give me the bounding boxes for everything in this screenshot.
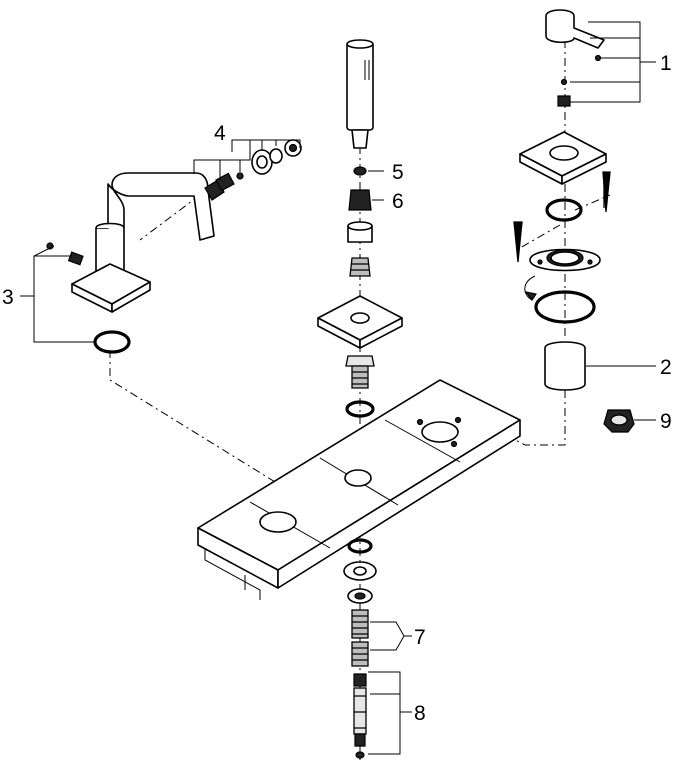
hose-nut-6 bbox=[348, 189, 372, 211]
plate-hole-left bbox=[259, 511, 297, 533]
callout-3: 3 bbox=[2, 286, 14, 309]
callout-labels: 1 2 9 3 4 5 6 7 8 bbox=[2, 52, 672, 725]
hand-shower-head bbox=[346, 41, 374, 131]
hose-connector-7a bbox=[351, 609, 369, 639]
callout-4: 4 bbox=[214, 122, 226, 145]
lever-handle bbox=[545, 9, 605, 49]
hand-shower-assembly bbox=[317, 39, 403, 418]
valve-body-sleeve bbox=[544, 341, 586, 391]
mounting-o-ring bbox=[534, 290, 596, 324]
aerator-parts bbox=[204, 139, 302, 201]
callout-1: 1 bbox=[660, 52, 672, 75]
plate-hole-center bbox=[344, 469, 372, 487]
spout-o-ring bbox=[93, 330, 131, 354]
callout-9: 9 bbox=[660, 410, 672, 433]
set-screw bbox=[46, 242, 84, 266]
callout-7: 7 bbox=[414, 626, 426, 649]
mounting-plate bbox=[197, 379, 521, 600]
below-deck-parts bbox=[343, 538, 377, 759]
washer-5 bbox=[353, 166, 367, 176]
callout-5: 5 bbox=[392, 161, 404, 184]
leader-lines bbox=[20, 21, 656, 755]
callout-8: 8 bbox=[414, 702, 426, 725]
callout-2: 2 bbox=[660, 356, 672, 379]
callout-6: 6 bbox=[392, 190, 404, 213]
valve-stem-8 bbox=[353, 687, 367, 735]
plate-hole-right bbox=[421, 421, 459, 443]
mixer-handle-assembly bbox=[513, 9, 635, 433]
spout-assembly bbox=[71, 172, 215, 354]
seal-ring-upper bbox=[345, 400, 375, 418]
